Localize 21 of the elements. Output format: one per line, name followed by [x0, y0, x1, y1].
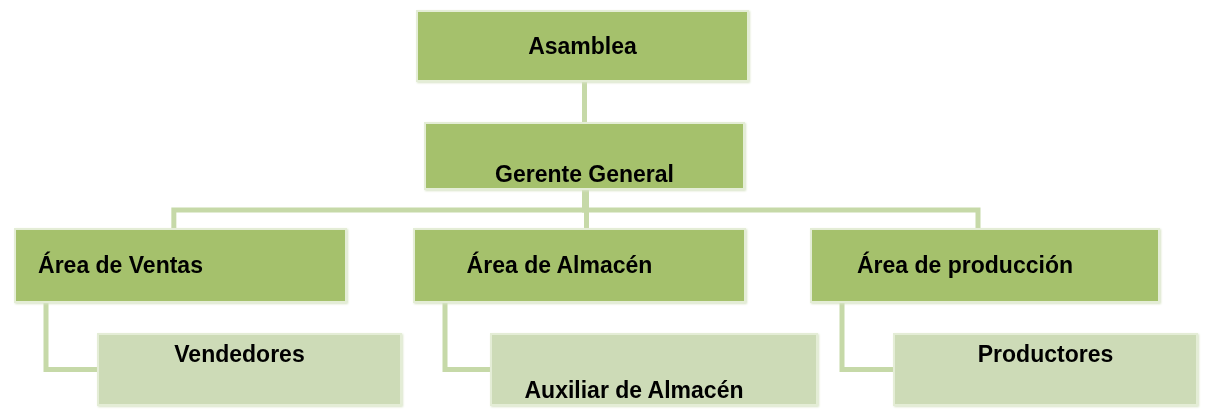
- connector-line: [442, 303, 490, 372]
- org-box: [416, 10, 749, 82]
- box-label: Gerente General: [495, 161, 674, 188]
- box-label: Área de Almacén: [466, 252, 653, 279]
- box-label: Área de Ventas: [38, 252, 203, 279]
- org-box: [424, 122, 745, 190]
- box-label: Productores: [977, 341, 1114, 368]
- connector-line: [582, 82, 587, 122]
- org-box: [810, 228, 1160, 303]
- box-label: Auxiliar de Almacén: [524, 377, 744, 404]
- sub-org-box: [97, 333, 402, 406]
- sub-org-box: [893, 333, 1198, 406]
- org-box: [14, 228, 347, 303]
- connector-line: [839, 303, 893, 372]
- sub-org-box: [490, 333, 818, 406]
- org-box: [413, 228, 746, 303]
- box-label: Asamblea: [528, 32, 637, 60]
- connector-line: [584, 190, 589, 228]
- box-label: Área de producción: [857, 252, 1073, 279]
- box-label: Vendedores: [174, 341, 305, 368]
- connector-line: [43, 303, 97, 372]
